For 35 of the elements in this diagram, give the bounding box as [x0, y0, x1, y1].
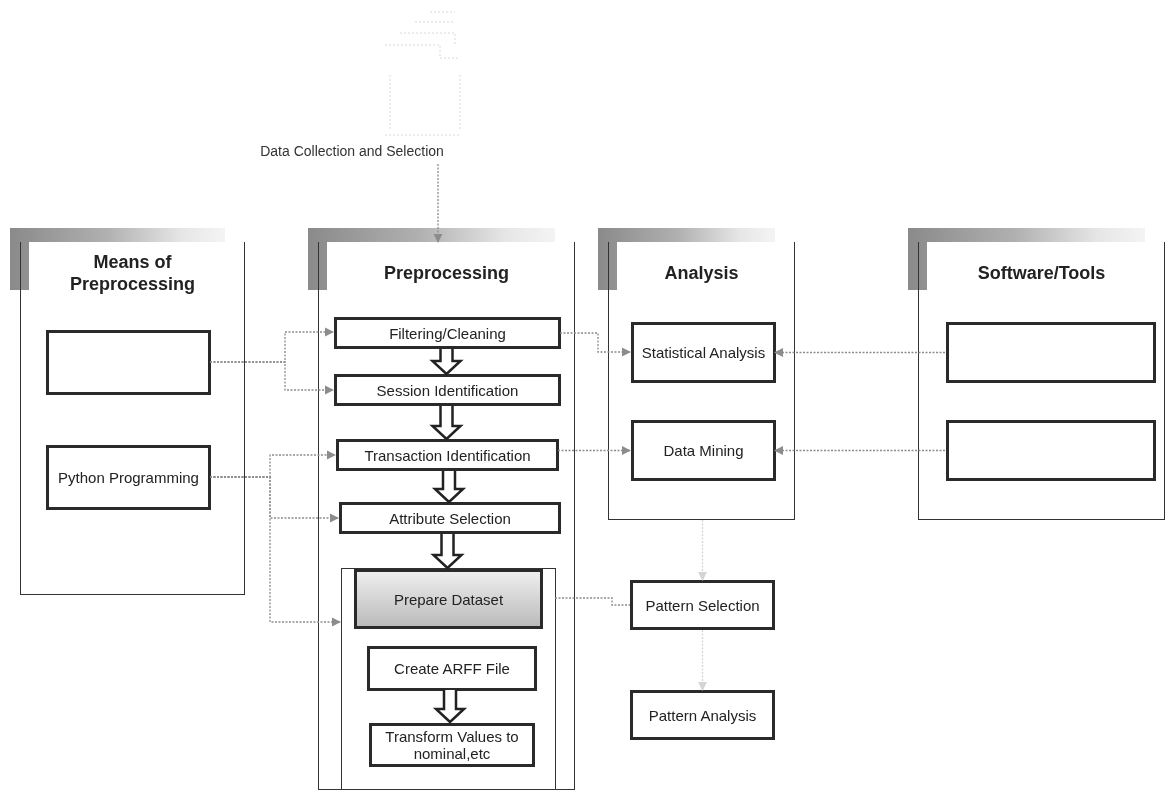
empty-box — [946, 322, 1156, 383]
empty-box — [946, 420, 1156, 481]
block-arrow — [431, 469, 467, 504]
panel-frame — [608, 242, 795, 520]
panel-frame — [318, 242, 575, 790]
process-box: Attribute Selection — [339, 502, 561, 534]
arrow — [209, 361, 334, 395]
arrow — [557, 445, 631, 456]
block-arrow — [429, 347, 464, 376]
process-box: Pattern Analysis — [630, 690, 775, 740]
block-arrow — [432, 688, 468, 724]
process-box: Statistical Analysis — [631, 322, 776, 383]
arrow — [433, 163, 443, 243]
process-box: Transaction Identification — [336, 439, 559, 471]
process-box: Pattern Selection — [630, 580, 775, 630]
arrow — [697, 629, 708, 691]
block-arrow — [429, 404, 464, 441]
process-box: Data Mining — [631, 420, 776, 481]
process-box: Filtering/Cleaning — [334, 317, 561, 349]
process-box: Create ARFF File — [367, 646, 537, 691]
panel-frame — [20, 242, 245, 595]
arrow — [774, 347, 946, 358]
group-frame — [341, 568, 556, 790]
source-label: Data Collection and Selection — [262, 138, 442, 164]
empty-box — [46, 330, 211, 395]
step-box: Prepare Dataset — [354, 569, 543, 629]
process-box: Python Programming — [46, 445, 211, 510]
arrow — [209, 476, 341, 627]
arrow — [774, 445, 946, 456]
arrow — [697, 519, 708, 581]
arrow — [559, 332, 631, 357]
process-box: Transform Values to nominal,etc — [369, 723, 535, 767]
panel-frame — [918, 242, 1165, 520]
process-box: Session Identification — [334, 374, 561, 406]
block-arrow — [430, 532, 465, 570]
